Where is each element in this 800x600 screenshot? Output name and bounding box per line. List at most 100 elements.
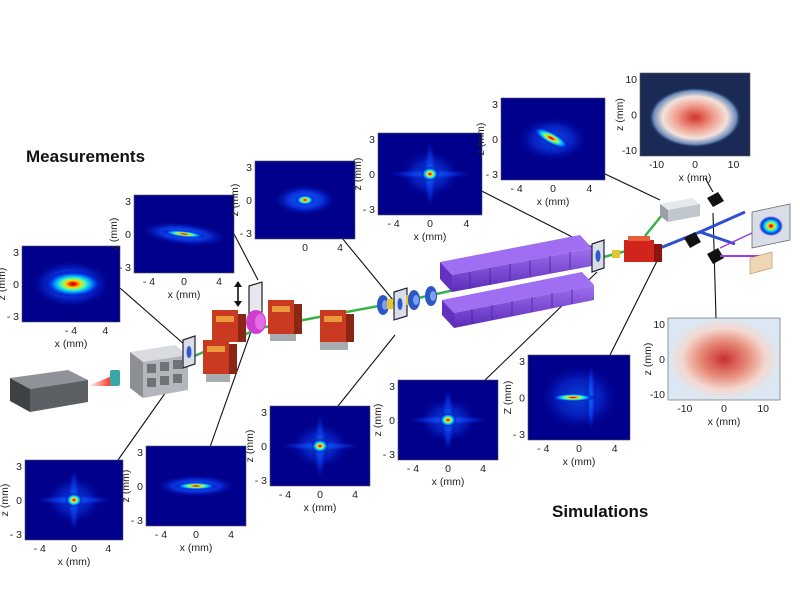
x-tick-label: 4: [586, 183, 592, 195]
y-tick-label: 3: [492, 99, 498, 111]
x-tick-label: 4: [337, 242, 343, 254]
plot-frame: [667, 317, 781, 401]
connector-line: [712, 212, 717, 319]
solenoid-icon: [406, 286, 437, 310]
x-tick-label: - 4: [407, 463, 419, 475]
beam-intensity: [668, 318, 780, 400]
x-tick-label: 0: [302, 242, 308, 254]
y-tick-label: 3: [13, 247, 19, 259]
y-axis-label: z (mm): [244, 430, 256, 463]
y-tick-label: 0: [389, 415, 395, 427]
y-tick-label: 0: [261, 441, 267, 453]
photoinjector-gun-icon: [130, 345, 188, 398]
y-tick-label: 3: [125, 196, 131, 208]
y-tick-label: - 3: [7, 311, 19, 323]
plot-frame: [21, 245, 121, 323]
x-tick-label: 0: [576, 443, 582, 455]
quadrupole-magnet-icon: [268, 300, 302, 341]
y-tick-label: 0: [13, 279, 19, 291]
solenoid-icon: [246, 310, 266, 334]
quadrupole-magnet-icon: [320, 310, 354, 350]
quadrupole-magnet-icon: [203, 310, 246, 382]
connector-line: [209, 311, 259, 448]
y-tick-label: 3: [246, 162, 252, 174]
dipole-magnet-icon: [624, 236, 662, 262]
y-tick-label: -10: [622, 145, 637, 157]
y-tick-label: 3: [519, 356, 525, 368]
y-tick-label: 0: [492, 134, 498, 146]
beam-intensity: [550, 393, 596, 402]
x-tick-label: 0: [181, 276, 187, 288]
x-tick-label: 4: [463, 218, 469, 230]
diagnostic-camera-icon: [707, 248, 724, 264]
x-tick-label: 0: [445, 463, 451, 475]
plot-frame: [269, 405, 371, 487]
x-axis-label: x (mm): [414, 231, 447, 243]
y-tick-label: - 3: [240, 228, 252, 240]
laser-window: [110, 370, 120, 386]
x-tick-label: 0: [317, 489, 323, 501]
plot-frame: [397, 379, 499, 461]
meas-profile-1: 3 0 - 3 - 4 4 x (mm) z (mm): [0, 245, 121, 350]
y-tick-label: 0: [125, 229, 131, 241]
undulator-icon: [440, 235, 594, 328]
connector-line: [609, 254, 661, 356]
y-tick-label: 0: [246, 195, 252, 207]
y-tick-label: -10: [650, 389, 665, 401]
beam-intensity: [420, 166, 440, 182]
connector-line: [119, 287, 186, 346]
beam-intensity: [532, 126, 570, 150]
diagnostic-camera-icon: [707, 192, 724, 207]
y-axis-label: z (mm): [642, 343, 654, 376]
x-tick-label: - 4: [279, 489, 291, 501]
y-axis-label: z (mm): [0, 484, 11, 517]
measurements-heading: Measurements: [26, 147, 146, 166]
beam-intensity: [648, 87, 742, 148]
y-tick-label: 10: [625, 74, 637, 86]
x-tick-label: 4: [352, 489, 358, 501]
screen-icon: [182, 335, 196, 369]
x-tick-label: - 4: [65, 325, 77, 337]
x-tick-label: - 4: [510, 183, 522, 195]
y-axis-label: z (mm): [0, 268, 8, 301]
y-tick-label: 0: [659, 354, 665, 366]
plot-frame: [24, 459, 124, 541]
x-axis-label: x (mm): [679, 172, 712, 184]
y-tick-label: 10: [653, 319, 665, 331]
beam-intensity: [439, 412, 457, 428]
plot-frame: [133, 194, 235, 274]
laser-beam: [88, 376, 112, 386]
y-tick-label: - 3: [363, 204, 375, 216]
y-tick-label: 0: [137, 481, 143, 493]
simulations-heading: Simulations: [552, 502, 649, 521]
plot-frame: [254, 160, 356, 240]
x-axis-label: x (mm): [180, 542, 213, 554]
x-tick-label: 10: [757, 403, 769, 415]
y-axis-label: z (mm): [120, 470, 132, 503]
beamline: [10, 192, 791, 412]
beam-intensity: [65, 492, 83, 508]
x-tick-label: -10: [649, 159, 664, 171]
x-tick-label: 0: [721, 403, 727, 415]
y-tick-label: - 3: [10, 529, 22, 541]
y-tick-label: 3: [389, 381, 395, 393]
x-tick-label: 4: [216, 276, 222, 288]
beam-intensity: [43, 270, 103, 298]
plot-frame: [639, 72, 751, 157]
x-axis-label: x (mm): [55, 338, 88, 350]
x-tick-label: - 4: [143, 276, 155, 288]
x-tick-label: 4: [102, 325, 108, 337]
x-axis-label: x (mm): [168, 289, 201, 301]
x-tick-label: - 4: [34, 543, 46, 555]
plot-frame: [377, 132, 483, 216]
y-tick-label: - 3: [255, 475, 267, 487]
